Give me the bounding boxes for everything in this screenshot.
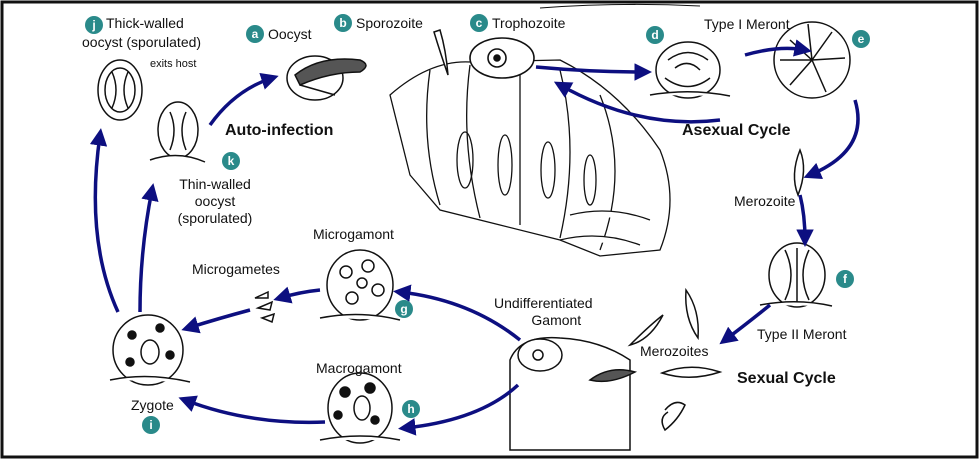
oocyst-illustration (286, 55, 367, 101)
arrow-k-to-a (208, 72, 279, 127)
arrow-g-to-microgametes (273, 286, 321, 304)
badge-d: d (646, 26, 664, 44)
type-i-meront-illustration (649, 41, 731, 99)
tissue-edge-line (539, 3, 701, 9)
label-microgamont: Microgamont (313, 226, 394, 242)
label-thin-walled: Thin-walled oocyst (sporulated) (160, 176, 270, 227)
arrow-merozoite-to-f (796, 194, 814, 247)
arrow-e-to-c (553, 81, 721, 124)
badge-j: j (85, 16, 103, 34)
label-zygote: Zygote (131, 397, 174, 413)
label-oocyst: Oocyst (268, 26, 312, 42)
label-thin-walled-line3: (sporulated) (177, 210, 253, 226)
microgametes-illustration (254, 290, 276, 324)
badge-a: a (246, 25, 264, 43)
thick-walled-oocyst-illustration (97, 59, 143, 121)
label-type-i-meront: Type I Meront (704, 16, 790, 32)
meront-e-illustration (773, 21, 851, 99)
badge-k: k (222, 152, 240, 170)
label-sexual-cycle: Sexual Cycle (737, 370, 836, 387)
badge-b: b (334, 14, 352, 32)
label-merozoite: Merozoite (734, 193, 796, 209)
arrow-microgametes-to-i (181, 308, 251, 334)
type-ii-meront-illustration (759, 242, 833, 308)
arrow-gamont-to-g (393, 284, 522, 342)
label-thin-walled-line1: Thin-walled (179, 176, 251, 192)
cycle-arrows (89, 39, 860, 436)
label-sporozoite: Sporozoite (356, 15, 423, 31)
badge-g: g (395, 300, 413, 318)
gamont-illustration (509, 336, 638, 451)
microgamont-illustration (319, 249, 401, 321)
arrow-i-to-j (89, 128, 120, 313)
arrow-i-to-k (138, 183, 159, 313)
label-type-ii-meront: Type II Meront (757, 326, 847, 342)
arrow-h-to-i (178, 395, 326, 425)
label-thin-walled-line2: oocyst (194, 193, 236, 209)
label-asexual-cycle: Asexual Cycle (682, 122, 791, 139)
label-thick-walled-line1: Thick-walled (106, 15, 184, 31)
merozoites-illustration (627, 287, 723, 432)
arrow-c-to-d (535, 63, 652, 81)
thin-walled-oocyst-illustration (149, 101, 206, 163)
label-microgametes: Microgametes (192, 261, 280, 277)
label-macrogamont: Macrogamont (316, 360, 402, 376)
badge-h: h (402, 400, 420, 418)
macrogamont-illustration (319, 372, 401, 444)
label-thick-walled-line2: oocyst (sporulated) (82, 34, 202, 50)
merozoite-illustration (793, 147, 805, 198)
zygote-illustration (109, 314, 191, 386)
label-auto-infection: Auto-infection (225, 122, 334, 139)
label-gamont: Undifferentiated Gamont (494, 295, 593, 329)
badge-i: i (142, 416, 160, 434)
arrow-f-to-merozoites (719, 303, 772, 345)
label-exits-host: exits host (150, 58, 197, 70)
arrow-e-to-merozoite (803, 99, 860, 180)
label-merozoites: Merozoites (640, 343, 709, 359)
badge-e: e (852, 30, 870, 48)
badge-c: c (470, 14, 488, 32)
sporozoite-illustration (433, 29, 449, 76)
trophozoite-illustration (469, 37, 535, 79)
arrow-gamont-to-h (398, 383, 520, 436)
arrow-d-to-e (744, 39, 812, 57)
label-gamont-line2: Gamont (531, 312, 582, 328)
label-gamont-line1: Undifferentiated (494, 295, 593, 311)
epithelium-illustration (389, 59, 671, 257)
badge-f: f (836, 270, 854, 288)
label-trophozoite: Trophozoite (492, 15, 566, 31)
